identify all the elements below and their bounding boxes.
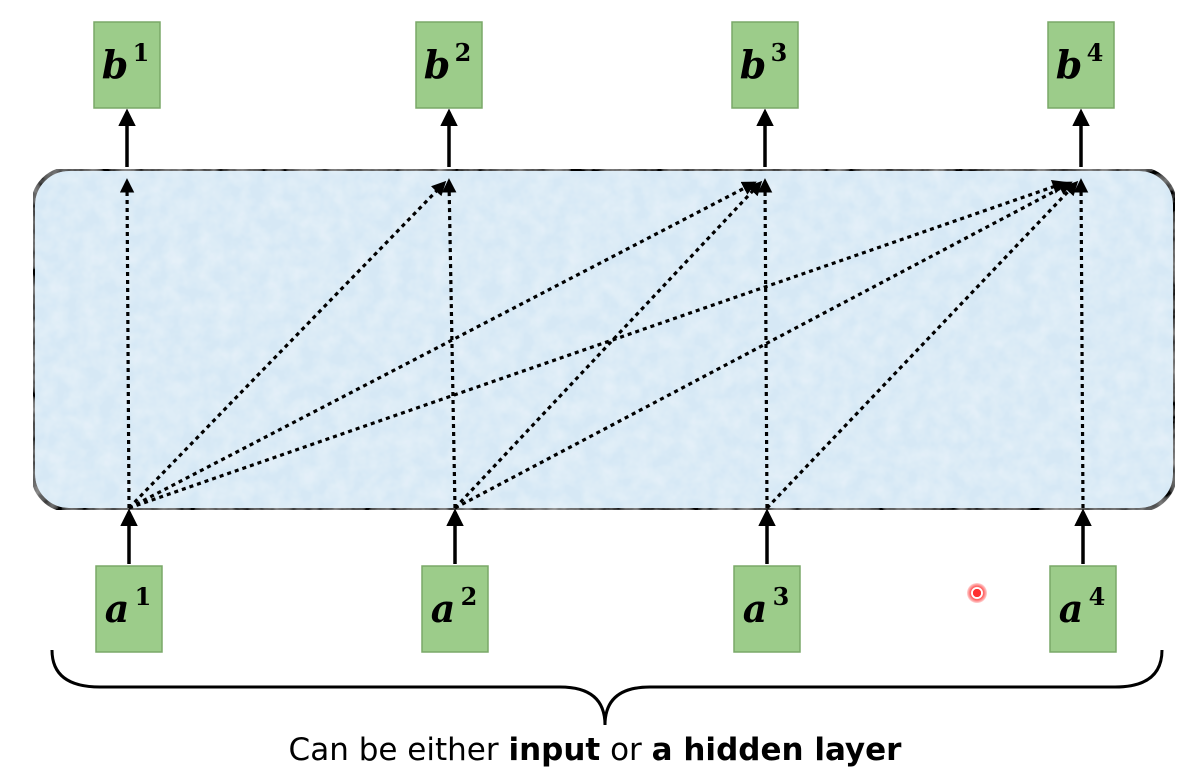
grouping-brace <box>50 649 1164 726</box>
output-node-label: b <box>1056 42 1083 87</box>
caption-part1: Can be either <box>288 732 509 768</box>
caption-hidden-layer-term: a hidden layer <box>651 732 902 768</box>
output-node-superscript: 4 <box>1087 38 1104 67</box>
attention-connection-2-to-4 <box>454 181 1073 510</box>
output-node-box <box>93 21 161 109</box>
caption: Can be either input or a hidden layer <box>0 728 1190 772</box>
attention-connection-1-to-4 <box>128 179 1067 510</box>
caption-part2: or <box>600 732 652 768</box>
input-node-box <box>1049 565 1117 653</box>
attention-connection-2-to-2 <box>442 178 457 509</box>
caption-input-term: input <box>508 732 601 768</box>
input-node-label: a <box>743 586 768 631</box>
attention-connection-2-to-3 <box>453 180 763 510</box>
attention-connection-3-to-3 <box>757 178 773 509</box>
attention-connection-4-to-4 <box>1073 178 1089 509</box>
input-node-superscript: 1 <box>135 582 152 611</box>
attention-connection-1-to-2 <box>127 180 447 510</box>
output-node-superscript: 1 <box>133 38 150 67</box>
output-node-box <box>1047 21 1115 109</box>
self-attention-block <box>31 167 1177 512</box>
output-node-label: b <box>102 42 129 87</box>
output-node-label: b <box>424 42 451 87</box>
laser-pointer-dot <box>967 583 987 603</box>
output-node-box <box>731 21 799 109</box>
input-node-label: a <box>1059 586 1084 631</box>
output-node-superscript: 2 <box>455 38 472 67</box>
output-node-label: b <box>740 42 767 87</box>
attention-connection-1-to-3 <box>128 181 757 510</box>
input-node-label: a <box>105 586 130 631</box>
output-node-box <box>415 21 483 109</box>
output-node-superscript: 3 <box>771 38 788 67</box>
input-node-superscript: 3 <box>773 582 790 611</box>
input-node-box <box>733 565 801 653</box>
attention-connection-3-to-4 <box>765 180 1079 510</box>
input-node-superscript: 4 <box>1089 582 1106 611</box>
input-node-superscript: 2 <box>461 582 478 611</box>
input-node-label: a <box>431 586 456 631</box>
attention-connection-1-to-1 <box>119 178 135 509</box>
input-node-box <box>421 565 489 653</box>
input-node-box <box>95 565 163 653</box>
